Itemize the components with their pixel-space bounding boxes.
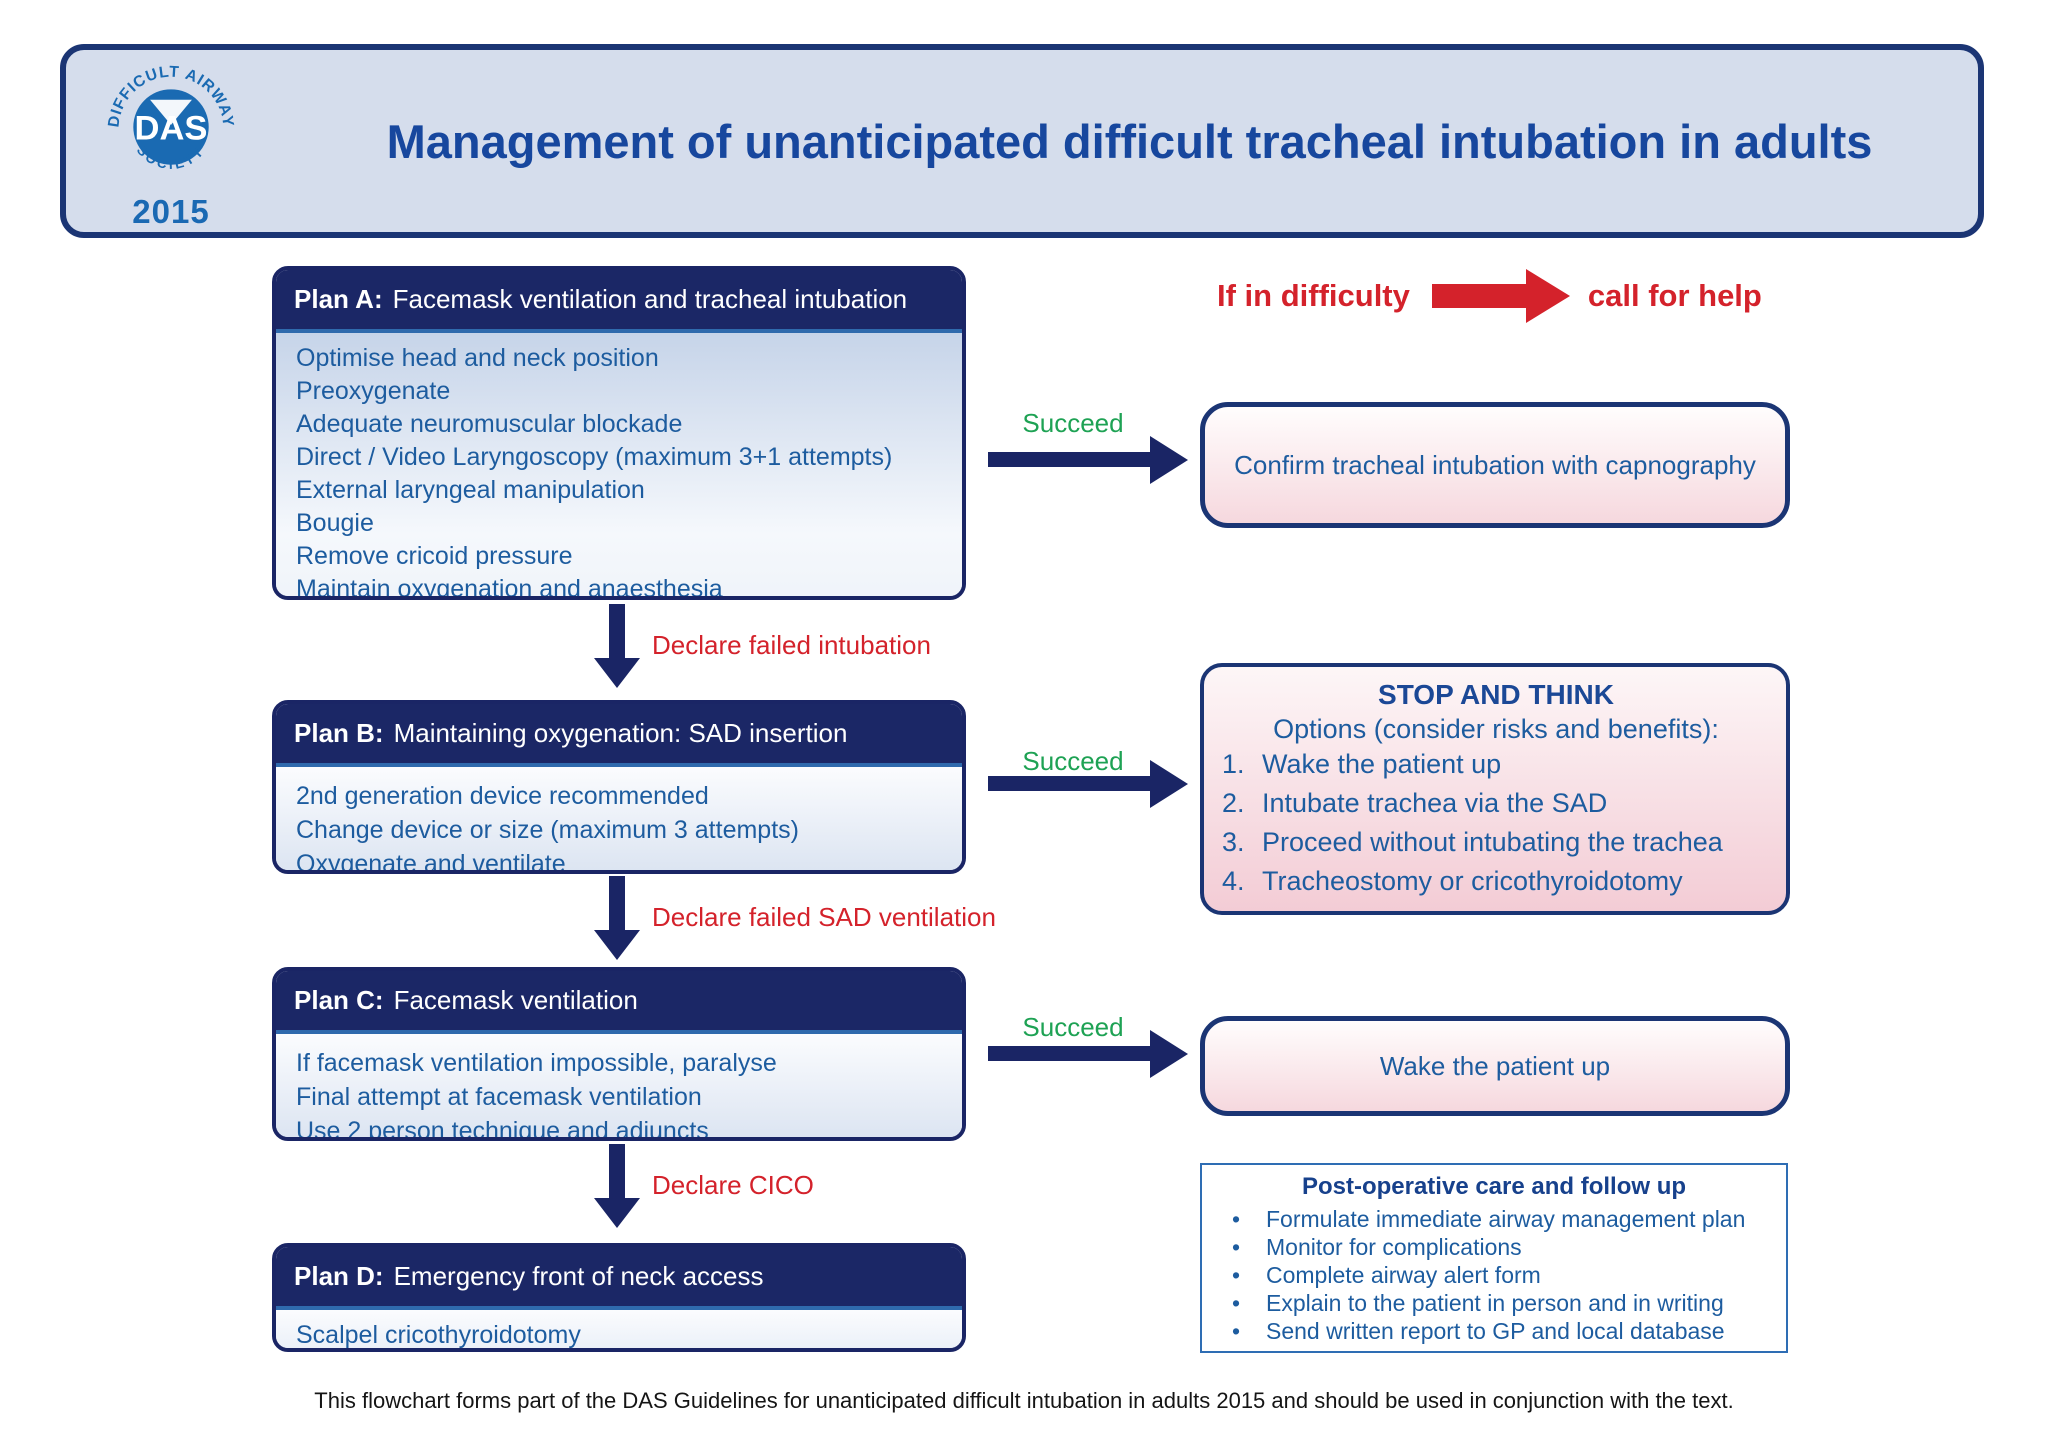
plan-c-body: If facemask ventilation impossible, para… <box>276 1034 962 1141</box>
plan-a-title: Facemask ventilation and tracheal intuba… <box>392 284 908 314</box>
das-logo-block: DIFFICULT AIRWAY SOCIETY DAS 2015 <box>96 60 246 231</box>
succeed-arrow-plan-b-icon <box>988 776 1150 791</box>
plan-a-body: Optimise head and neck position Preoxyge… <box>276 333 962 600</box>
stop-option-text: Wake the patient up <box>1262 749 1502 779</box>
plan-c-item: Final attempt at facemask ventilation <box>296 1083 702 1111</box>
plan-b-label: Plan B: <box>294 718 384 748</box>
plan-a-item: External laryngeal manipulation <box>296 476 645 504</box>
stop-and-think-subtitle: Options (consider risks and benefits): <box>1273 714 1719 744</box>
declare-cico-arrow-icon <box>609 1144 625 1198</box>
postop-bullet-row: • Complete airway alert form <box>1202 1261 1786 1289</box>
declare-failed-sad-arrow-icon <box>609 876 625 930</box>
postop-care-box: Post-operative care and follow up • Form… <box>1200 1163 1788 1353</box>
declare-failed-intubation-label: Declare failed intubation <box>652 630 931 660</box>
postop-bullet-row: • Monitor for complications <box>1202 1233 1786 1261</box>
plan-c-item: Use 2 person technique and adjuncts <box>296 1117 709 1141</box>
succeed-arrow-plan-c-icon <box>988 1046 1150 1061</box>
postop-bullet-row: • Explain to the patient in person and i… <box>1202 1289 1786 1317</box>
plan-a-item: Optimise head and neck position <box>296 344 659 372</box>
footer-note: This flowchart forms part of the DAS Gui… <box>314 1388 1734 1413</box>
postop-bullet-text: Explain to the patient in person and in … <box>1266 1290 1724 1316</box>
bullet-icon: • <box>1232 1262 1241 1288</box>
logo-das-text: DAS <box>135 110 208 148</box>
stop-option: 3. Proceed without intubating the trache… <box>1222 823 1770 862</box>
stop-option-text: Intubate trachea via the SAD <box>1262 788 1608 818</box>
logo-wedge <box>150 99 192 125</box>
difficulty-banner: If in difficulty call for help <box>1217 278 1762 314</box>
succeed-label-plan-b: Succeed <box>1022 746 1124 776</box>
succeed-label-plan-c: Succeed <box>1022 1012 1124 1042</box>
stop-option: 1. Wake the patient up <box>1222 745 1770 784</box>
plan-d-title: Emergency front of neck access <box>393 1261 764 1291</box>
bullet-icon: • <box>1232 1234 1241 1260</box>
stop-option-text: Tracheostomy or cricothyroidotomy <box>1262 866 1683 896</box>
confirm-intubation-box: Confirm tracheal intubation with capnogr… <box>1200 402 1790 528</box>
declare-failed-sad-label: Declare failed SAD ventilation <box>652 902 996 932</box>
stop-option-number: 3. <box>1222 827 1245 857</box>
logo-circle <box>133 89 209 165</box>
postop-bullet-row: • Send written report to GP and local da… <box>1202 1317 1786 1345</box>
postop-bullet-text: Send written report to GP and local data… <box>1266 1318 1725 1344</box>
declare-failed-intubation-arrow-icon <box>609 604 625 658</box>
postop-bullet-text: Monitor for complications <box>1266 1234 1522 1260</box>
das-logo: DIFFICULT AIRWAY SOCIETY DAS <box>105 64 235 173</box>
plan-b-item: Oxygenate and ventilate <box>296 850 566 874</box>
plan-d-body: Scalpel cricothyroidotomy <box>276 1310 962 1349</box>
bullet-icon: • <box>1232 1318 1241 1344</box>
logo-year: 2015 <box>132 193 210 230</box>
plan-d-header: Plan D: Emergency front of neck access <box>276 1247 962 1310</box>
difficulty-right-text: call for help <box>1587 278 1762 313</box>
plan-a-item: Adequate neuromuscular blockade <box>296 410 683 438</box>
plan-d-item: Scalpel cricothyroidotomy <box>296 1321 581 1349</box>
masthead: DIFFICULT AIRWAY SOCIETY DAS 2015 Manage… <box>60 44 1984 238</box>
succeed-label-plan-a: Succeed <box>1022 408 1124 438</box>
plan-a-item: Direct / Video Laryngoscopy (maximum 3+1… <box>296 443 893 471</box>
postop-bullet-text: Formulate immediate airway management pl… <box>1266 1206 1746 1232</box>
stop-option-number: 4. <box>1222 866 1245 896</box>
plan-b-title: Maintaining oxygenation: SAD insertion <box>393 718 848 748</box>
stop-and-think-title: STOP AND THINK <box>1378 679 1614 710</box>
stop-and-think-box: STOP AND THINK Options (consider risks a… <box>1200 663 1790 915</box>
plan-d-box: Plan D: Emergency front of neck access Sc… <box>272 1243 966 1352</box>
plan-c-box: Plan C: Facemask ventilation If facemask … <box>272 967 966 1141</box>
plan-a-box: Plan A: Facemask ventilation and tracheal… <box>272 266 966 600</box>
plan-c-title: Facemask ventilation <box>393 985 638 1015</box>
plan-a-header: Plan A: Facemask ventilation and tracheal… <box>276 270 962 333</box>
postop-care-title: Post-operative care and follow up <box>1301 1173 1687 1200</box>
plan-b-box: Plan B: Maintaining oxygenation: SAD inse… <box>272 700 966 874</box>
stop-option-text: Proceed without intubating the trachea <box>1262 827 1723 857</box>
plan-c-header: Plan C: Facemask ventilation <box>276 971 962 1034</box>
plan-a-item: Bougie <box>296 509 374 537</box>
succeed-arrow-plan-a-icon <box>988 452 1150 467</box>
plan-b-header: Plan B: Maintaining oxygenation: SAD inse… <box>276 704 962 767</box>
plan-b-item: Change device or size (maximum 3 attempt… <box>296 816 799 844</box>
bullet-icon: • <box>1232 1206 1241 1232</box>
postop-bullet-row: • Formulate immediate airway management … <box>1202 1205 1786 1233</box>
plan-c-label: Plan C: <box>294 985 384 1015</box>
plan-a-item: Remove cricoid pressure <box>296 542 573 570</box>
stop-option-number: 1. <box>1222 749 1245 779</box>
plan-a-item: Preoxygenate <box>296 377 451 405</box>
plan-b-body: 2nd generation device recommended Change… <box>276 767 962 874</box>
call-for-help-arrow-icon <box>1431 284 1526 308</box>
difficulty-left-text: If in difficulty <box>1217 278 1410 313</box>
plan-a-label: Plan A: <box>294 284 383 314</box>
page-title: Management of unanticipated difficult tr… <box>386 114 1873 168</box>
stop-option: 4. Tracheostomy or cricothyroidotomy <box>1222 862 1770 901</box>
plan-d-label: Plan D: <box>294 1261 384 1291</box>
plan-a-item: Maintain oxygenation and anaesthesia <box>296 575 723 600</box>
declare-cico-label: Declare CICO <box>652 1170 814 1200</box>
stop-option-number: 2. <box>1222 788 1245 818</box>
stop-option: 2. Intubate trachea via the SAD <box>1222 784 1770 823</box>
plan-c-item: If facemask ventilation impossible, para… <box>296 1049 777 1077</box>
postop-bullet-text: Complete airway alert form <box>1266 1262 1541 1288</box>
plan-b-item: 2nd generation device recommended <box>296 782 709 810</box>
wake-patient-box: Wake the patient up <box>1200 1016 1790 1116</box>
bullet-icon: • <box>1232 1290 1241 1316</box>
